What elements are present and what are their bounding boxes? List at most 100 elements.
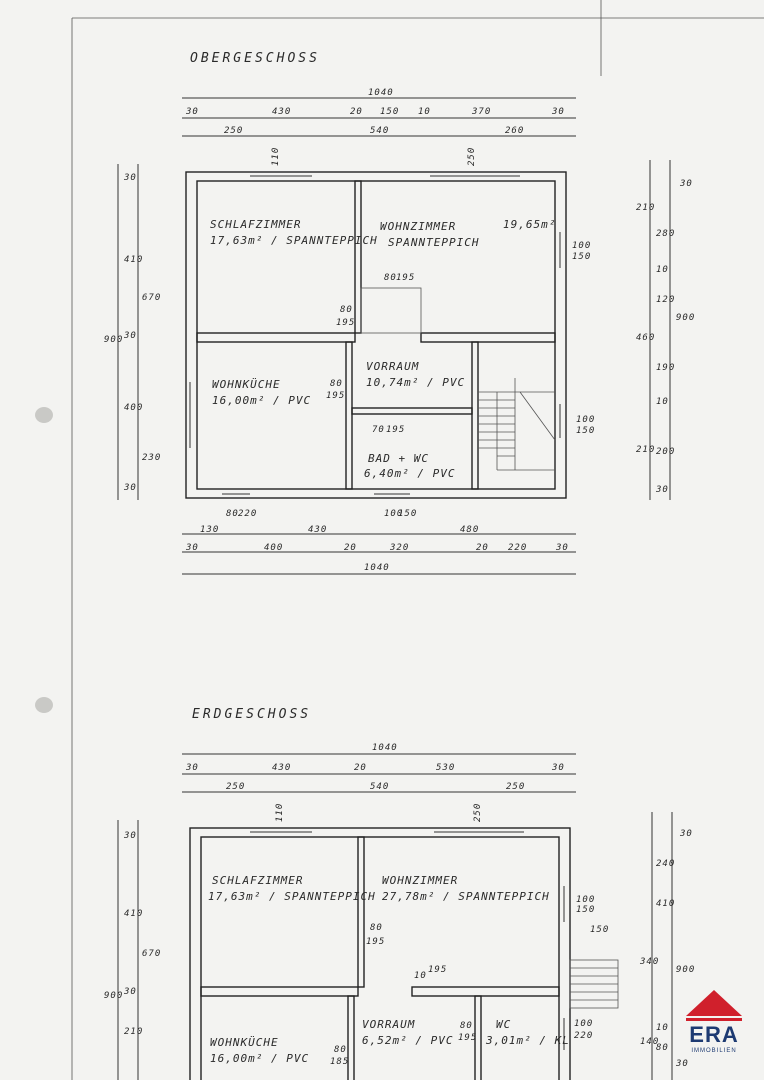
upper-dim-bottom2-6: 30 — [555, 543, 569, 553]
era-logo-sub: IMMOBILIEN — [691, 1048, 737, 1054]
upper-dim-bottom2-5: 220 — [508, 543, 527, 553]
ground-dim-top1-4: 30 — [551, 763, 565, 773]
upper-dim-top1-0: 30 — [185, 107, 199, 117]
upper-dim-right-11v: 900 — [676, 313, 695, 323]
upper-wall-bed-living — [354, 180, 362, 334]
upper-win-right-h: 150 — [572, 252, 591, 262]
ground-door2-h: 195 — [458, 1033, 477, 1043]
upper-room-hall-info: 10,74m² / PVC — [366, 376, 465, 389]
upper-room-kitchen-name: WOHNKÜCHE — [212, 378, 281, 391]
upper-dim-bottom2-0: 30 — [185, 543, 199, 553]
ground-dim-left-5v: 210 — [124, 1027, 143, 1037]
ground-floor-title: ERDGESCHOSS — [192, 707, 311, 722]
upper-dim-right-1v: 210 — [636, 203, 655, 213]
ground-door1-w: 80 — [370, 923, 383, 933]
upper-closet — [360, 287, 422, 334]
upper-win-right2-h: 150 — [576, 426, 595, 436]
ground-dim-right-2v: 410 — [656, 899, 675, 909]
upper-dim-bottom2-2: 20 — [344, 543, 357, 553]
ground-dim-right-3v: 340 — [639, 957, 659, 967]
ground-dim-left-3v: 670 — [142, 949, 161, 959]
upper-win-bottom2-h: 150 — [398, 509, 417, 519]
upper-dim-right-0: 30 — [679, 179, 693, 189]
ground-dim-right-0: 30 — [679, 829, 693, 839]
upper-dim-top2-0: 250 — [224, 126, 243, 136]
upper-room-hall-name: VORRAUM — [366, 360, 419, 373]
ground-dim-left-2v: 410 — [124, 909, 143, 919]
ground-dim-top1-1: 430 — [272, 763, 291, 773]
upper-win-right-w: 100 — [572, 241, 591, 251]
upper-dim-right-7v: 10 — [656, 397, 669, 407]
upper-door4-h: 195 — [386, 425, 405, 435]
upper-dim-left-1v: 30 — [123, 173, 137, 183]
upper-dim-right-5v: 460 — [636, 333, 655, 343]
ground-wall-hall-wc — [474, 995, 482, 1080]
ground-dim-top1-2: 20 — [354, 763, 367, 773]
upper-dim-left-7v: 30 — [123, 483, 137, 493]
ground-entrance-steps — [569, 959, 619, 1009]
upper-dim-top-total: 1040 — [368, 88, 394, 98]
ground-room-living-info: 27,78m² / SPANNTEPPICH — [382, 890, 550, 903]
upper-door3-h: 195 — [326, 391, 345, 401]
upper-dim-bottom2-4: 20 — [476, 543, 489, 553]
ground-dim-right-8v: 30 — [675, 1059, 689, 1069]
upper-dim-left-6v: 230 — [142, 453, 161, 463]
upper-door1-w: 80 — [340, 305, 353, 315]
ground-dim-top1-3: 530 — [436, 763, 455, 773]
upper-door3-w: 80 — [330, 379, 343, 389]
upper-dim-bottom1-0: 130 — [200, 525, 219, 535]
upper-dim-top2-2: 260 — [505, 126, 524, 136]
punch-hole-bottom — [35, 697, 53, 713]
upper-win-bottom-h: 220 — [238, 509, 257, 519]
upper-dim-right-9v: 210 — [636, 445, 655, 455]
upper-dim-bottom1-1: 430 — [308, 525, 327, 535]
upper-win-bottom2-w: 100 — [384, 509, 403, 519]
upper-dim-top1-5: 370 — [471, 107, 491, 117]
upper-win-bottom-w: 80 — [226, 509, 239, 519]
upper-room-living-area: 19,65m² — [503, 218, 556, 231]
upper-dim-left-4v: 30 — [123, 331, 137, 341]
upper-door4-w: 70 — [372, 425, 385, 435]
upper-dim-top1-6: 30 — [551, 107, 565, 117]
ground-dim-right-6v: 10 — [656, 1023, 669, 1033]
upper-dim-left-3v: 670 — [142, 293, 161, 303]
ground-dim-top-total: 1040 — [372, 743, 398, 753]
upper-floor-title: OBERGESCHOSS — [190, 51, 320, 66]
ground-door4-h: 185 — [330, 1057, 349, 1067]
upper-dim-right-2v: 280 — [656, 229, 675, 239]
ground-dim-top2-0: 250 — [226, 782, 245, 792]
ground-stair-label: 150 — [590, 925, 609, 935]
ground-door3-h: 195 — [428, 965, 447, 975]
ground-window-top-2: 250 — [473, 803, 483, 822]
era-logo-word: ERA — [689, 1022, 739, 1047]
era-roof-icon — [686, 990, 742, 1021]
ground-wall-bed-kitchen — [200, 986, 359, 997]
upper-door2-w: 80 — [384, 273, 397, 283]
upper-dim-top1-4: 10 — [418, 107, 431, 117]
upper-dim-right-6v: 190 — [656, 363, 675, 373]
upper-room-bath-info: 6,40m² / PVC — [364, 467, 455, 480]
upper-dim-top1-2: 20 — [350, 107, 363, 117]
upper-room-bedroom-name: SCHLAFZIMMER — [210, 218, 301, 231]
upper-room-living-floor: SPANNTEPPICH — [388, 236, 479, 249]
upper-dim-left-5v: 400 — [124, 403, 143, 413]
upper-dim-bottom1-2: 480 — [460, 525, 479, 535]
upper-win-right2-w: 100 — [576, 415, 595, 425]
upper-wall-stair — [471, 341, 479, 490]
ground-win-right2-w: 100 — [574, 1019, 593, 1029]
ground-win-right-h: 150 — [576, 905, 595, 915]
upper-dim-right-3v: 10 — [656, 265, 669, 275]
upper-dim-right-4v: 120 — [656, 295, 675, 305]
upper-wall-bed-kitchen — [196, 332, 356, 343]
ground-window-top-1: 110 — [275, 803, 285, 822]
upper-dim-bottom2-3: 320 — [389, 543, 409, 553]
ground-room-bedroom-name: SCHLAFZIMMER — [212, 874, 303, 887]
ground-dim-left-0: 900 — [104, 991, 123, 1001]
upper-room-bath-name: BAD + WC — [368, 452, 429, 465]
upper-door2-h: 195 — [396, 273, 415, 283]
ground-dim-top2-1: 540 — [370, 782, 389, 792]
upper-dim-left-2v: 410 — [124, 255, 143, 265]
ground-dim-top2-2: 250 — [506, 782, 525, 792]
ground-room-hall-info: 6,52m² / PVC — [362, 1034, 453, 1047]
upper-dim-top2-1: 540 — [370, 126, 389, 136]
